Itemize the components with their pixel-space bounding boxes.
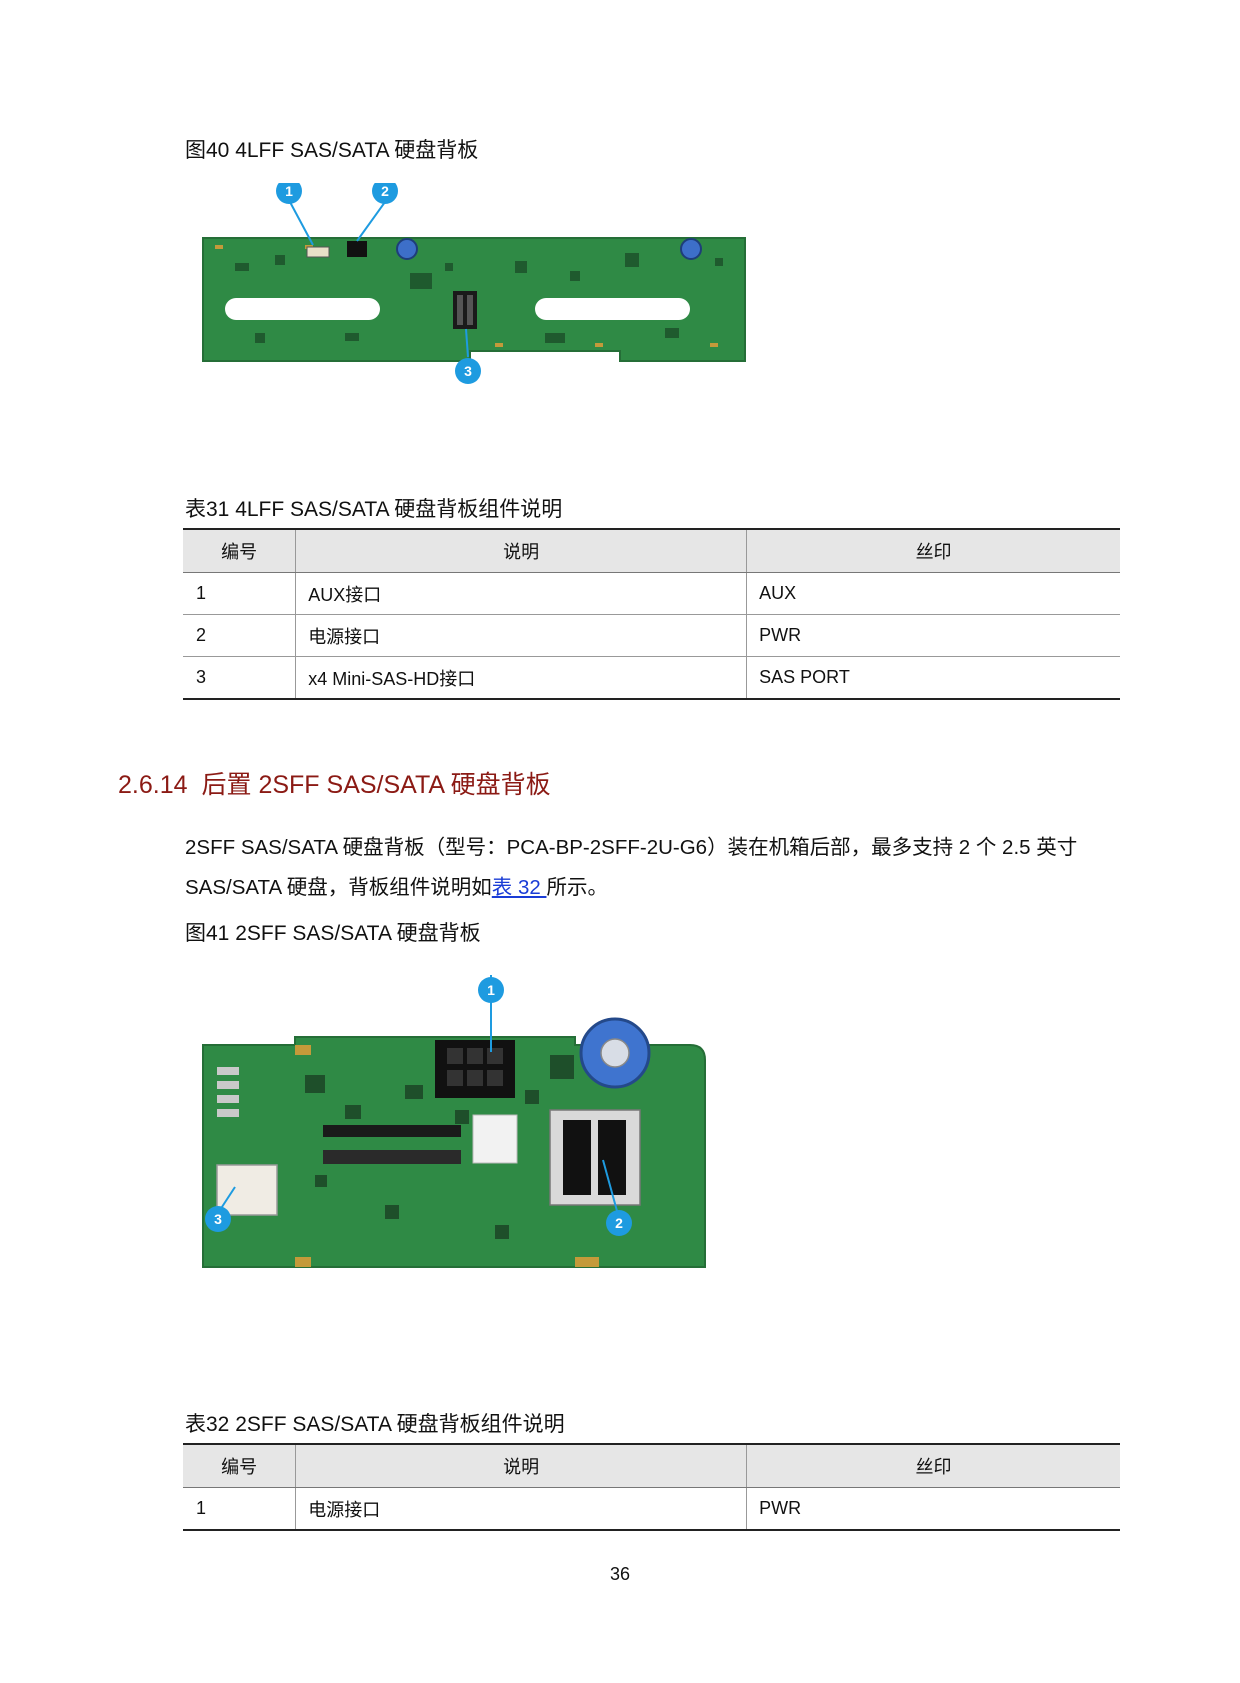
cell-number: 1 [183, 572, 296, 615]
figure-40-caption: 图40 4LFF SAS/SATA 硬盘背板 [185, 139, 479, 162]
callout-2-label: 2 [615, 1215, 623, 1231]
page-number: 36 [609, 1564, 631, 1584]
table-32-link[interactable]: 表 32 [491, 876, 547, 899]
table-row: 1 电源接口 PWR [183, 1487, 1120, 1531]
callout-1-marker: 1 [276, 183, 302, 204]
table-row: 1 AUX接口 AUX [183, 572, 1120, 615]
table-31: 编号 说明 丝印 1 AUX接口 AUX 2 电源接口 PWR 3 x4 Min… [183, 528, 1120, 700]
figure-41-caption: 图41 2SFF SAS/SATA 硬盘背板 [185, 922, 481, 945]
callout-3-label: 3 [214, 1211, 222, 1227]
paragraph-text: 2SFF SAS/SATA 硬盘背板（型号：PCA-BP-2SFF-2U-G6）… [185, 836, 1078, 899]
callout-3-marker: 3 [205, 1206, 231, 1232]
table-32: 编号 说明 丝印 1 电源接口 PWR [183, 1443, 1120, 1531]
callout-2-marker: 2 [372, 183, 398, 204]
paragraph-text-end: 所示。 [546, 876, 608, 899]
section-heading: 2.6.14 后置 2SFF SAS/SATA 硬盘背板 [118, 765, 551, 801]
callout-1-label: 1 [285, 183, 293, 199]
header-number: 编号 [183, 528, 296, 573]
cell-silkscreen: AUX [746, 572, 1120, 615]
header-description: 说明 [295, 528, 747, 573]
cell-description: AUX接口 [295, 572, 747, 615]
header-number: 编号 [183, 1443, 296, 1488]
cell-number: 2 [183, 614, 296, 657]
table-header-row: 编号 说明 丝印 [183, 528, 1120, 573]
cell-silkscreen: PWR [746, 614, 1120, 657]
table-header-row: 编号 说明 丝印 [183, 1443, 1120, 1488]
cell-silkscreen: PWR [746, 1487, 1120, 1531]
callout-2-marker: 2 [606, 1210, 632, 1236]
callout-2-label: 2 [381, 183, 389, 199]
cell-description: 电源接口 [295, 1487, 747, 1531]
callout-3-marker: 3 [455, 358, 481, 384]
cell-description: x4 Mini-SAS-HD接口 [295, 656, 747, 700]
figure-41-callout-1: 1 [478, 977, 504, 1052]
callout-3-label: 3 [464, 363, 472, 379]
section-title: 后置 2SFF SAS/SATA 硬盘背板 [201, 771, 551, 799]
cell-silkscreen: SAS PORT [746, 656, 1120, 700]
body-paragraph: 2SFF SAS/SATA 硬盘背板（型号：PCA-BP-2SFF-2U-G6）… [185, 828, 1125, 908]
cell-description: 电源接口 [295, 614, 747, 657]
section-number: 2.6.14 [118, 771, 188, 799]
header-silkscreen: 丝印 [746, 528, 1120, 573]
table-row: 2 电源接口 PWR [183, 614, 1120, 657]
table-31-caption: 表31 4LFF SAS/SATA 硬盘背板组件说明 [185, 498, 563, 521]
table-row: 3 x4 Mini-SAS-HD接口 SAS PORT [183, 656, 1120, 700]
cell-number: 3 [183, 656, 296, 700]
callout-1-label: 1 [487, 982, 495, 998]
figure-41-2sff-backplane-image: 2 3 [202, 975, 706, 1268]
header-description: 说明 [295, 1443, 747, 1488]
cell-number: 1 [183, 1487, 296, 1531]
table-32-caption: 表32 2SFF SAS/SATA 硬盘背板组件说明 [185, 1413, 565, 1436]
figure-40-4lff-backplane-image: 1 2 3 [202, 183, 746, 384]
header-silkscreen: 丝印 [746, 1443, 1120, 1488]
